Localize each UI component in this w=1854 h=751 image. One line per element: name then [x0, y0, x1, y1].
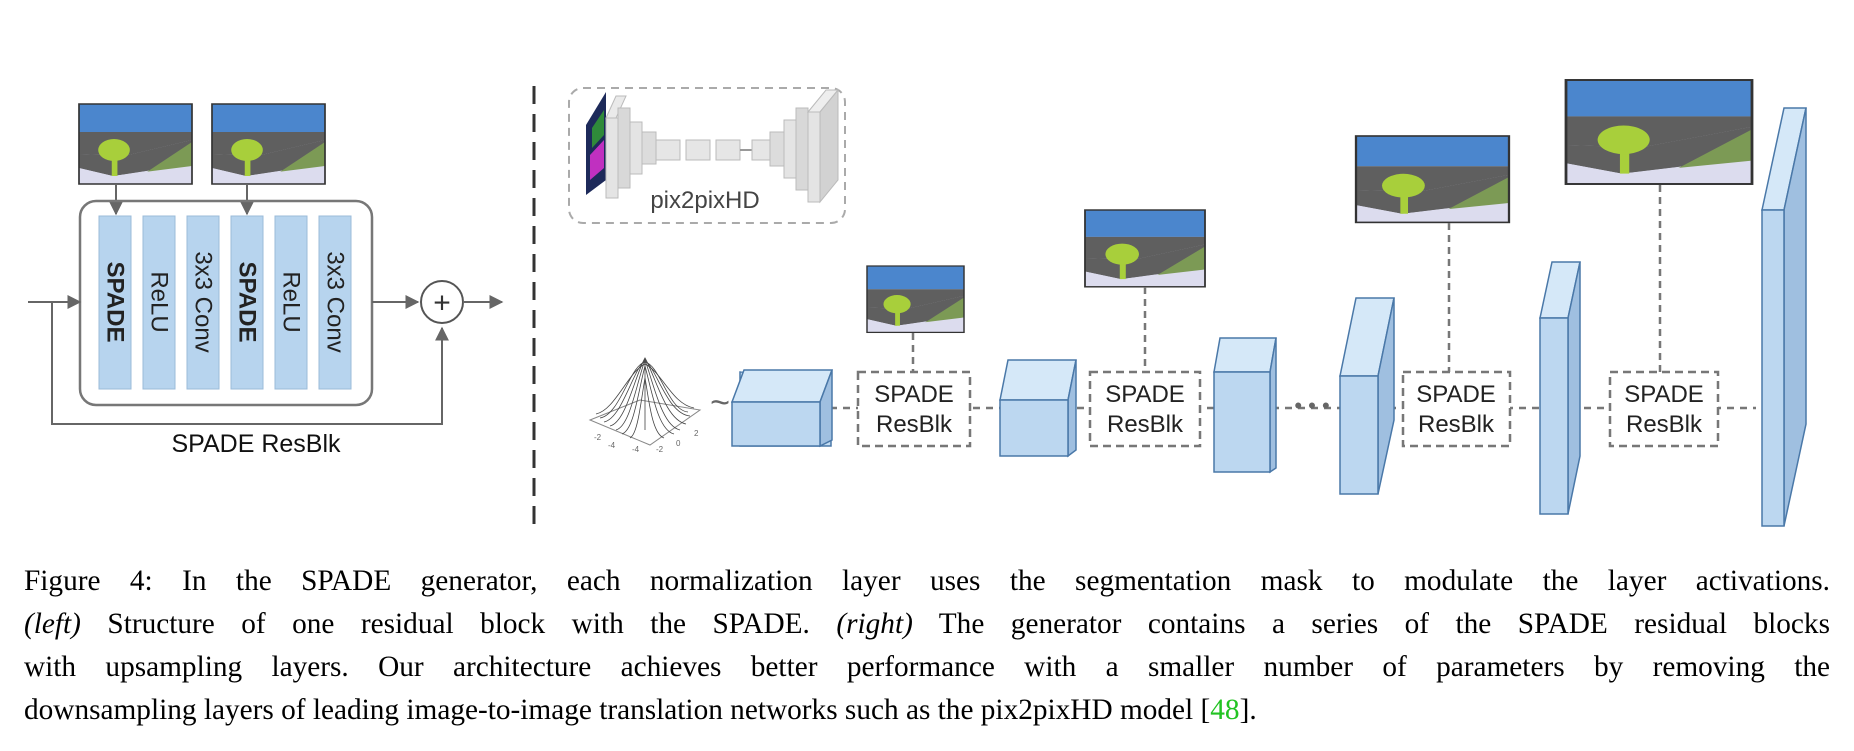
spade-resblk-4: SPADE ResBlk: [1564, 78, 1754, 448]
citation-link[interactable]: 48: [1210, 694, 1240, 726]
svg-text:-2: -2: [656, 445, 664, 454]
figure-diagram: SPADE ReLU 3x3 Conv SPADE ReLU 3x3 Conv …: [28, 78, 1807, 527]
layer-conv-2: [318, 215, 352, 390]
layer-label-relu-2: ReLU: [278, 271, 305, 332]
resblk-2-label-line1: SPADE: [1105, 381, 1185, 408]
spade-resblk-3: SPADE ResBlk: [1354, 134, 1512, 448]
segmap-input-2: [211, 103, 326, 185]
spade-resblk-1: SPADE ResBlk: [856, 265, 972, 448]
layer-spade-1: [98, 215, 132, 390]
pix2pixhd-label: pix2pixHD: [650, 187, 759, 214]
generator-panel: pix2pixHD -2 -4 -4 -2 0 2: [568, 78, 1807, 527]
resblk-title: SPADE ResBlk: [171, 430, 341, 458]
caption-left-tag: (left): [24, 608, 81, 640]
layer-relu-1: [142, 215, 176, 390]
ellipsis: • • •: [1294, 393, 1329, 418]
segmap-resblk-2: [1084, 209, 1206, 288]
layer-label-spade-1: SPADE: [102, 262, 129, 343]
segmap-resblk-3: [1354, 134, 1511, 224]
caption-line-4b: ].: [1239, 694, 1257, 726]
spade-resblk-panel: SPADE ReLU 3x3 Conv SPADE ReLU 3x3 Conv …: [28, 103, 504, 458]
caption-line-2b: The generator contains a series of the S…: [912, 608, 1830, 640]
layer-label-spade-2: SPADE: [234, 262, 261, 343]
layer-relu-2: [274, 215, 308, 390]
feature-block-2: [999, 359, 1077, 458]
svg-text:-2: -2: [594, 433, 602, 442]
spade-resblk-2: SPADE ResBlk: [1084, 209, 1206, 448]
resblk-4-label-line1: SPADE: [1624, 381, 1704, 408]
caption-line-1: Figure 4: In the SPADE generator, each n…: [24, 565, 1830, 597]
caption-line-4: downsampling layers of leading image-to-…: [24, 689, 1830, 732]
caption-line-3: with upsampling layers. Our architecture…: [24, 651, 1830, 683]
layer-conv-1: [186, 215, 220, 390]
layer-spade-2: [230, 215, 264, 390]
plus-symbol: +: [433, 287, 451, 320]
skip-connection: [51, 302, 449, 425]
caption-line-2: (left) Structure of one residual block w…: [24, 603, 1830, 646]
pix2pixhd-inset: pix2pixHD: [568, 87, 846, 224]
caption-line-2a: Structure of one residual block with the…: [80, 608, 837, 640]
caption-right-tag: (right): [836, 608, 913, 640]
feature-block-6: [1761, 107, 1807, 527]
figure-caption: Figure 4: In the SPADE generator, each n…: [24, 560, 1830, 732]
layer-label-conv-1: 3x3 Conv: [190, 251, 217, 352]
tilde-symbol: ~: [710, 384, 730, 422]
segmap-input-1: [78, 103, 193, 185]
svg-text:0: 0: [676, 439, 681, 448]
feature-block-5: [1539, 261, 1581, 515]
gaussian-noise-plot: -2 -4 -4 -2 0 2 ~: [588, 357, 730, 454]
pix2pixhd-box: [568, 87, 846, 224]
feature-block-4: [1339, 297, 1395, 495]
resblk-1-label-line1: SPADE: [874, 381, 954, 408]
layer-label-relu-1: ReLU: [146, 271, 173, 332]
resblk-layers: SPADE ReLU 3x3 Conv SPADE ReLU 3x3 Conv: [98, 215, 352, 390]
feature-block-3: [1213, 337, 1277, 474]
feature-block-1-3d: [730, 369, 834, 448]
resblk-2-label-line2: ResBlk: [1107, 411, 1184, 438]
layer-label-conv-2: 3x3 Conv: [322, 251, 349, 352]
resblk-3-label-line1: SPADE: [1416, 381, 1496, 408]
caption-line-4a: downsampling layers of leading image-to-…: [24, 694, 1211, 726]
resblk-4-label-line2: ResBlk: [1626, 411, 1703, 438]
svg-text:-4: -4: [608, 441, 616, 450]
svg-text:-4: -4: [632, 445, 640, 454]
svg-text:2: 2: [694, 429, 699, 438]
segmap-resblk-4: [1564, 78, 1754, 186]
resblk-1-label-line2: ResBlk: [876, 411, 953, 438]
resblk-3-label-line2: ResBlk: [1418, 411, 1495, 438]
segmap-resblk-1: [866, 265, 965, 334]
